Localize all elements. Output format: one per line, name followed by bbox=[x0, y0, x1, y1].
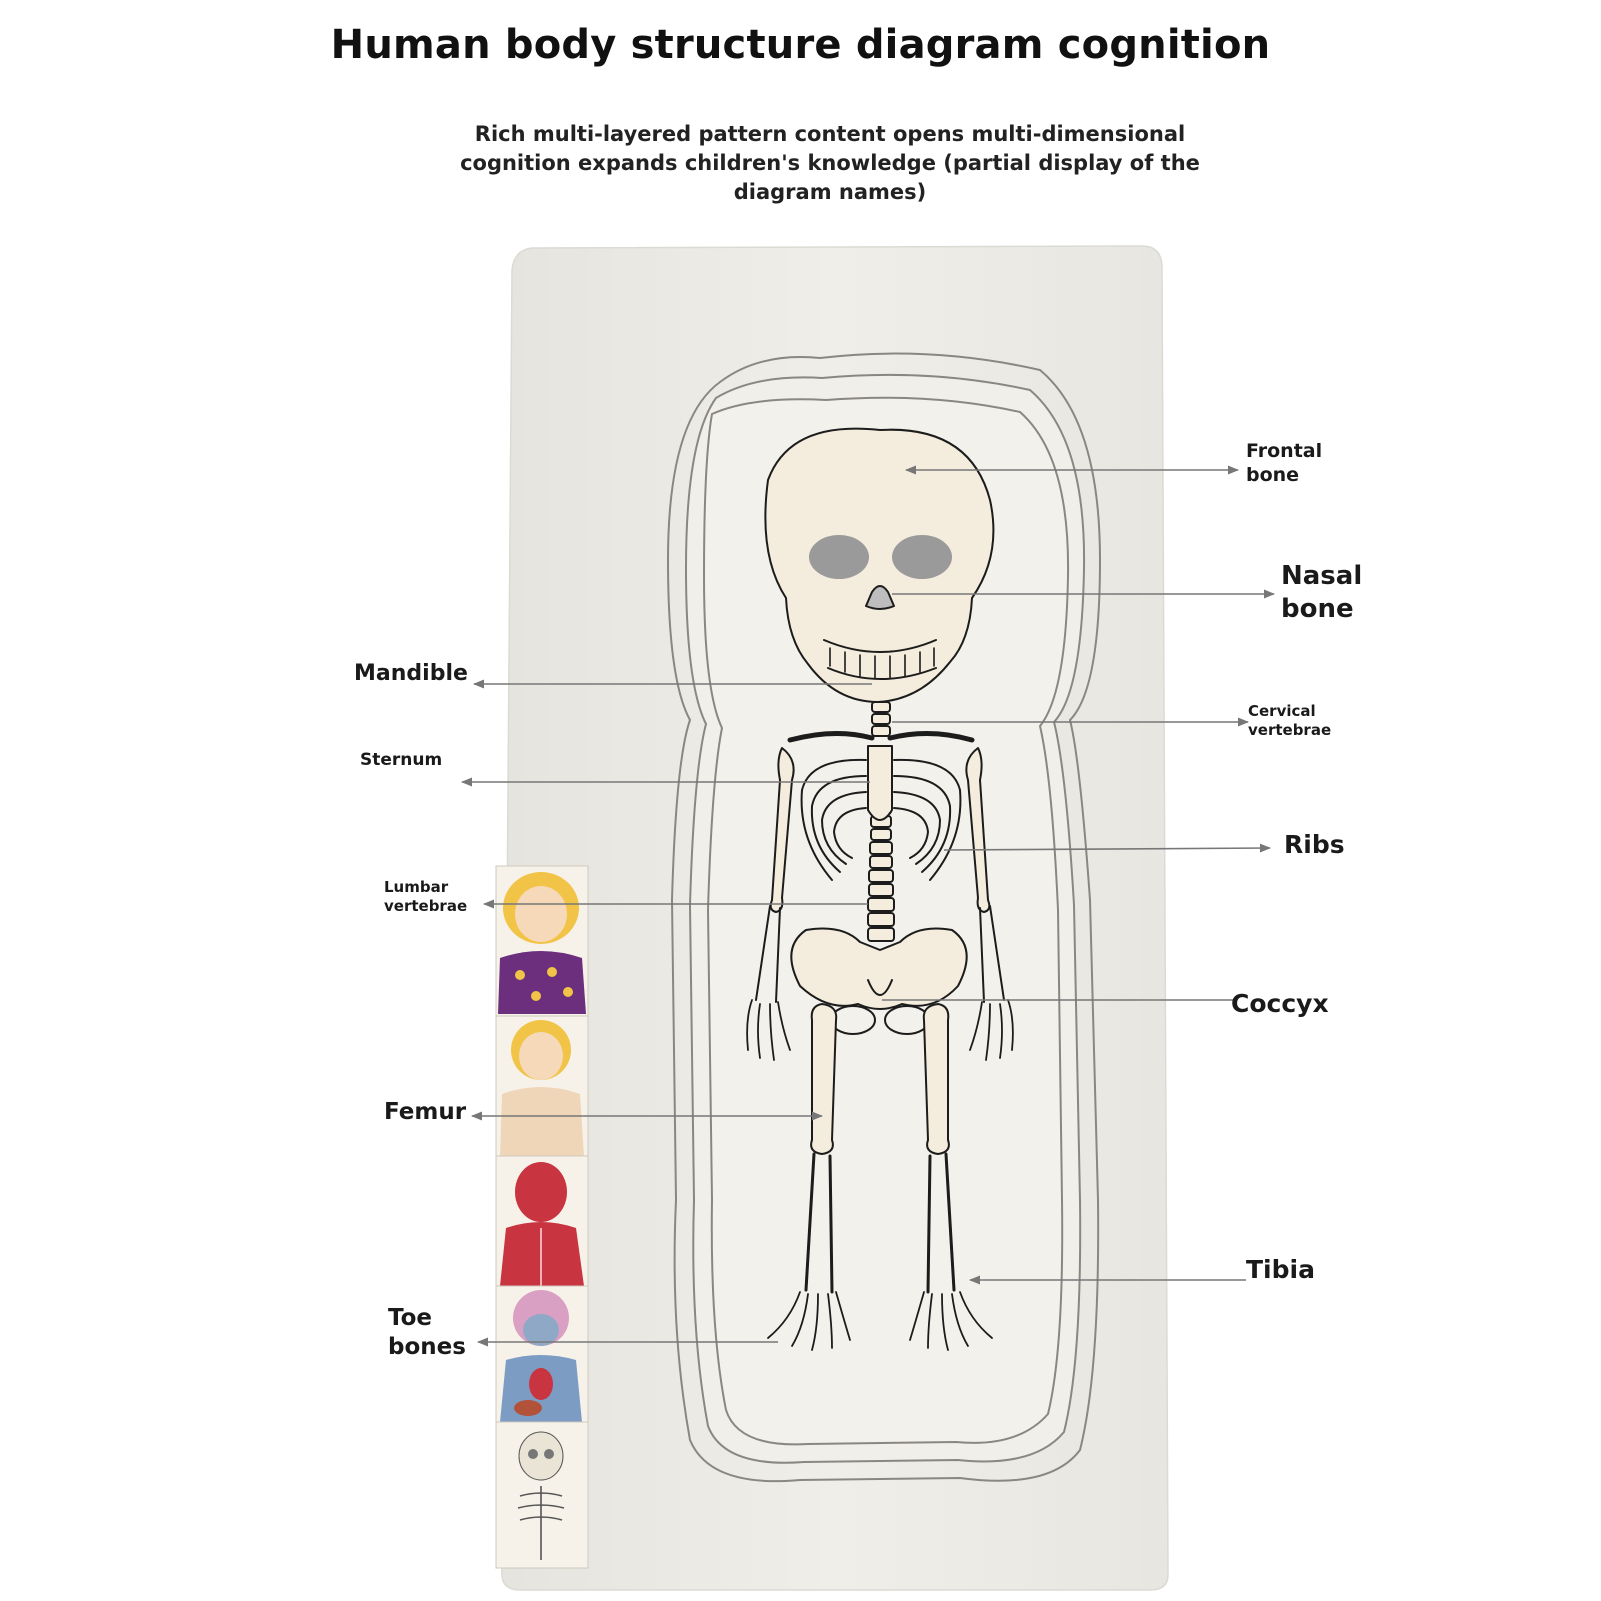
label-coccyx: Coccyx bbox=[1231, 989, 1329, 1018]
label-frontal-bone: Frontal bone bbox=[1246, 440, 1323, 486]
layer-organs bbox=[495, 1285, 589, 1423]
label-cervical-vertebrae: Cervical vertebrae bbox=[1248, 702, 1332, 739]
label-sternum: Sternum bbox=[360, 750, 443, 770]
label-tibia: Tibia bbox=[1246, 1255, 1315, 1284]
pointer-ribs bbox=[943, 843, 1272, 853]
label-mandible: Mandible bbox=[354, 661, 468, 686]
label-ribs: Ribs bbox=[1284, 830, 1345, 859]
label-toe-bones: Toe bones bbox=[388, 1305, 466, 1360]
label-femur: Femur bbox=[384, 1099, 467, 1125]
feet bbox=[767, 1291, 993, 1351]
pointer-lines bbox=[460, 465, 1276, 1347]
page-subtitle: Rich multi-layered pattern content opens… bbox=[460, 122, 1200, 204]
layer-muscles bbox=[495, 1155, 589, 1287]
layer-skeleton bbox=[495, 1421, 589, 1569]
arms bbox=[746, 747, 1014, 1061]
ribcage bbox=[800, 745, 962, 881]
skeleton-drawing bbox=[746, 427, 1014, 1351]
pelvis bbox=[790, 927, 968, 1035]
layer-skin bbox=[495, 1015, 589, 1157]
layer-clothed-girl bbox=[495, 865, 589, 1017]
label-lumbar-vertebrae: Lumbar vertebrae bbox=[384, 878, 468, 915]
layer-pieces-stack bbox=[495, 865, 589, 1569]
label-nasal-bone: Nasal bone bbox=[1281, 561, 1363, 624]
skull bbox=[764, 427, 995, 703]
page-title: Human body structure diagram cognition bbox=[330, 22, 1271, 68]
